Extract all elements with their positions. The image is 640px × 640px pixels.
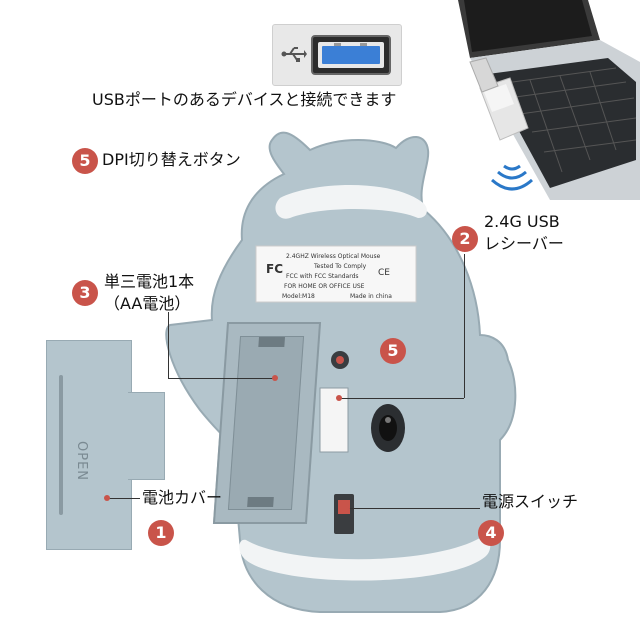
callout-badge-2: 2 bbox=[452, 226, 478, 252]
dpi-badge-on-mouse: 5 bbox=[380, 338, 406, 364]
usb-port-caption: USBポートのあるデバイスと接続できます bbox=[92, 90, 397, 109]
callout-label-dpi: DPI切り替えボタン bbox=[102, 150, 241, 169]
callout-badge-1: 1 bbox=[148, 520, 174, 546]
battery-compartment bbox=[212, 322, 322, 524]
mouse-body bbox=[165, 131, 517, 613]
label-made-in: Made in china bbox=[350, 293, 392, 300]
callout-label-battery-line2: （AA電池） bbox=[104, 294, 191, 313]
usb-port-panel bbox=[272, 24, 402, 86]
ce-mark: CE bbox=[378, 268, 390, 278]
battery-cover-tab bbox=[128, 392, 165, 480]
label-tested: Tested To Comply bbox=[314, 263, 367, 270]
callout-label-power: 電源スイッチ bbox=[482, 492, 579, 511]
callout-label-receiver-line1: 2.4G USB bbox=[484, 212, 560, 231]
callout-label-battery-line1: 単三電池1本 bbox=[104, 272, 195, 291]
open-engraving: OPEN bbox=[74, 441, 89, 482]
usb-symbol-icon bbox=[281, 41, 307, 73]
callout-label-cover: 電池カバー bbox=[142, 488, 223, 507]
label-use: FOR HOME OR OFFICE USE bbox=[284, 283, 365, 290]
laptop-illustration bbox=[458, 0, 640, 200]
battery-cover: OPEN bbox=[46, 340, 132, 550]
callout-badge-3: 3 bbox=[72, 280, 98, 306]
callout-badge-5: 5 bbox=[72, 148, 98, 174]
label-fcc: FCC with FCC Standards bbox=[286, 273, 359, 280]
label-product-name: 2.4GHZ Wireless Optical Mouse bbox=[286, 253, 381, 260]
fcc-mark: FC bbox=[266, 262, 284, 276]
label-model: Model:M18 bbox=[282, 293, 315, 300]
usb-port-icon bbox=[311, 35, 391, 75]
callout-label-receiver-line2: レシーバー bbox=[484, 234, 564, 253]
callout-badge-4: 4 bbox=[478, 520, 504, 546]
